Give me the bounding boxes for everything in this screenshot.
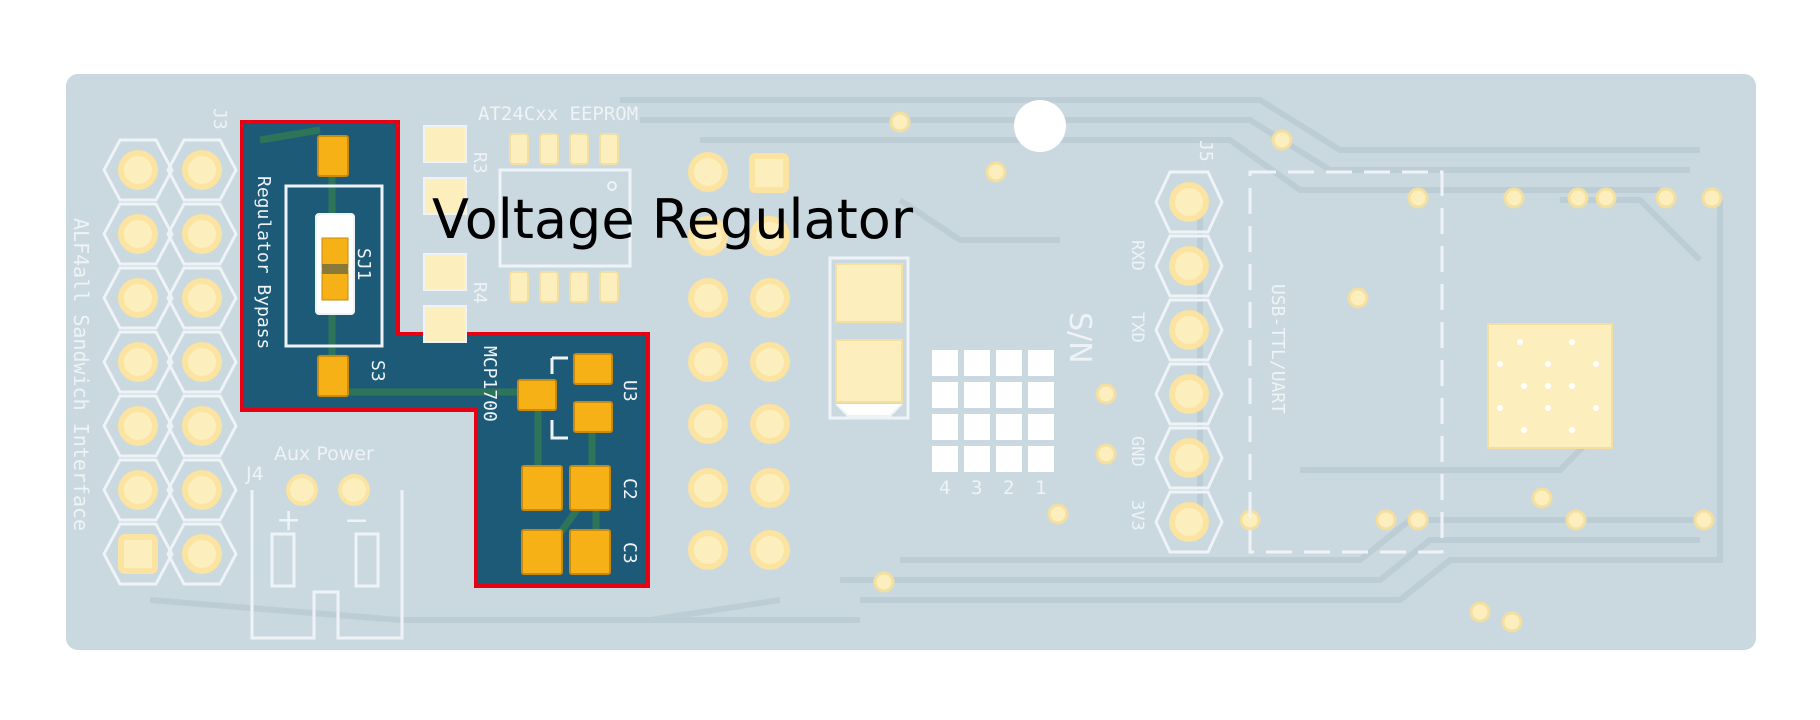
j5-label: J5 [1195, 140, 1216, 162]
interface-label: ALF4all Sandwich Interface [69, 218, 93, 531]
u3-outline [550, 356, 568, 440]
dip-switch-grid [932, 350, 1054, 472]
regulator-bypass-label: Regulator Bypass [253, 176, 274, 349]
plus-label: + [276, 503, 301, 538]
sn-label: S/N [1062, 312, 1097, 364]
sj1-bridge [322, 264, 348, 274]
usb-uart-label: USB-TTL/UART [1267, 284, 1288, 414]
voltage-regulator-title: Voltage Regulator [432, 188, 914, 251]
dip-number-1: 1 [1035, 477, 1046, 499]
sj1-label: SJ1 [353, 248, 374, 281]
c2-label: C2 [619, 478, 640, 500]
j3-label: J3 [209, 108, 230, 130]
aux-power-label: Aux Power [274, 443, 374, 465]
3v3-label: 3V3 [1127, 500, 1147, 531]
resistor-pads [423, 125, 467, 343]
rxd-label: RXD [1127, 240, 1147, 271]
u3-label: U3 [619, 380, 640, 402]
mounting-hole [1014, 100, 1066, 152]
thermal-pad-vias [1497, 339, 1599, 433]
vias [873, 111, 1723, 633]
eeprom-dot [607, 181, 617, 191]
eeprom-outline [498, 168, 632, 268]
c3-label: C3 [619, 542, 640, 564]
minus-label: − [344, 503, 369, 538]
j5-header [1154, 170, 1224, 554]
regulator-pads [317, 135, 613, 575]
r4-label: R4 [469, 282, 490, 304]
j4-label: J4 [245, 463, 264, 485]
sj1-pad-bottom [321, 269, 349, 301]
dip-number-4: 4 [939, 477, 950, 499]
dip-number-3: 3 [971, 477, 982, 499]
through-hole-pads [688, 152, 790, 570]
gnd-label: GND [1127, 436, 1147, 467]
r3-label: R3 [469, 152, 490, 174]
eeprom-pads [509, 133, 619, 303]
s3-label: S3 [367, 360, 388, 382]
j4-connector [250, 474, 404, 640]
eeprom-label: AT24Cxx EEPROM [478, 103, 638, 125]
dip-number-2: 2 [1003, 477, 1014, 499]
txd-label: TXD [1127, 312, 1147, 343]
mcp-label: MCP1700 [479, 346, 500, 422]
usb-uart-outline [1248, 170, 1444, 554]
sj1-outline [284, 184, 384, 348]
large-smd-component [828, 256, 910, 420]
j3-header [102, 138, 238, 586]
sj1-pad-top [321, 237, 349, 269]
